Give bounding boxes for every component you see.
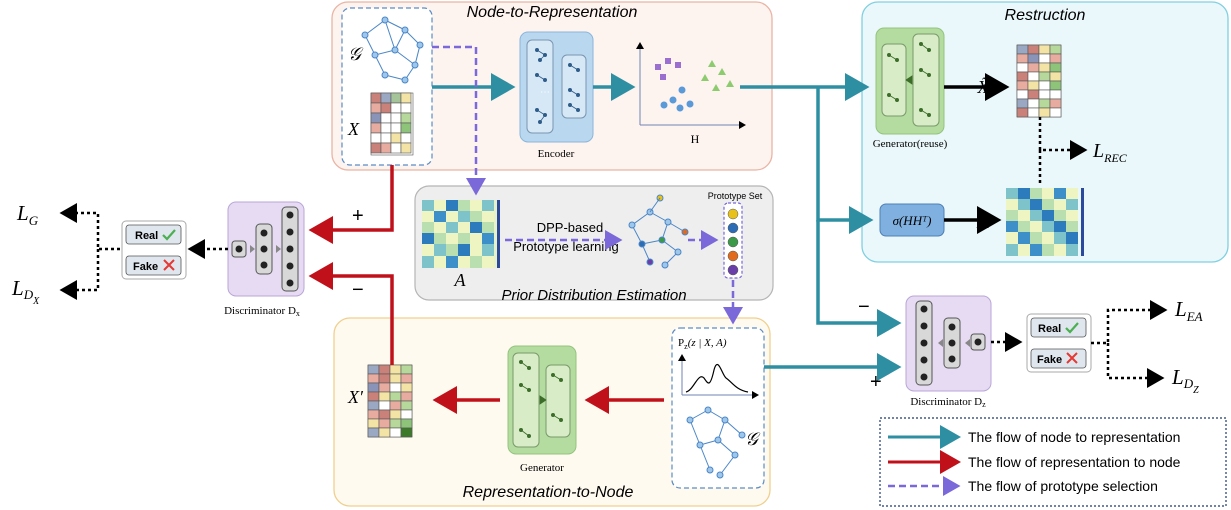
sigma-hht-label: σ(HHᵀ) bbox=[893, 213, 932, 228]
discriminator-z-neurons bbox=[920, 305, 982, 381]
fake-badge-x bbox=[125, 255, 182, 276]
generator-reuse-gnn-icons bbox=[887, 42, 932, 118]
red-flow-arrows bbox=[308, 165, 664, 414]
prototype-node-green bbox=[727, 236, 739, 248]
prototype-node-orange bbox=[727, 250, 739, 262]
x-prime-symbol: X′ bbox=[347, 387, 364, 407]
l-dx-label: LDX bbox=[11, 276, 40, 307]
discriminator-x-neurons bbox=[235, 211, 294, 287]
discriminator-z-label: Discriminator Dz bbox=[910, 396, 986, 409]
legend-red-label: The flow of representation to node bbox=[968, 454, 1181, 470]
prototype-node-blue bbox=[727, 222, 739, 234]
fake-label-x: Fake bbox=[133, 261, 158, 273]
generator-reuse-layer-2 bbox=[912, 33, 940, 127]
a-tilde-symbol: Ã bbox=[977, 212, 990, 232]
embedding-plot bbox=[636, 42, 746, 129]
teal-flow-arrows bbox=[432, 73, 902, 381]
encoder-gnn-icons: ⋯ bbox=[535, 48, 581, 125]
h-symbol: H bbox=[691, 132, 700, 146]
restruction-title: Restruction bbox=[1005, 7, 1086, 24]
minus-sign-x: − bbox=[352, 279, 364, 301]
prototype-node-purple bbox=[727, 264, 739, 276]
check-icon bbox=[162, 229, 176, 241]
fake-badge-z bbox=[1030, 348, 1087, 369]
generator-reuse-label: Generator(reuse) bbox=[873, 138, 948, 150]
cross-icon-z bbox=[1066, 352, 1078, 364]
restruction-panel bbox=[861, 1, 1229, 263]
graph-symbol-output: 𝒢 bbox=[745, 429, 761, 449]
adjacency-matrix-a bbox=[422, 200, 500, 268]
fake-label-z: Fake bbox=[1037, 354, 1062, 366]
legend-teal-label: The flow of node to representation bbox=[968, 429, 1180, 445]
density-plot bbox=[678, 354, 759, 399]
svg-text:⋯: ⋯ bbox=[540, 87, 550, 98]
prior-distribution-title: Prior Distribution Estimation bbox=[501, 287, 686, 304]
prototype-node-yellow bbox=[727, 208, 739, 220]
node-to-representation-title: Node-to-Representation bbox=[467, 4, 638, 21]
x-symbol: X bbox=[347, 119, 360, 139]
check-icon-z bbox=[1065, 322, 1079, 334]
l-g-label: LG bbox=[16, 201, 39, 228]
generator-layer-2 bbox=[545, 364, 571, 438]
encoder-layer-2 bbox=[561, 54, 587, 119]
generator-label: Generator bbox=[520, 462, 564, 474]
generator-layer-1 bbox=[512, 352, 540, 448]
reconstructed-a-matrix bbox=[1006, 188, 1084, 256]
prior-distribution-panel bbox=[414, 185, 774, 301]
prior-sample-box bbox=[671, 327, 765, 489]
purple-flow-arrows bbox=[432, 45, 743, 325]
prototype-graph-icon bbox=[628, 194, 689, 269]
pz-label: Pz(z | X, A) bbox=[678, 337, 727, 351]
legend-purple-label: The flow of prototype selection bbox=[968, 478, 1158, 494]
generator-reuse-layer-1 bbox=[881, 43, 907, 117]
representation-to-node-title: Representation-to-Node bbox=[463, 484, 634, 501]
discriminator-x-arrow-2 bbox=[250, 245, 255, 253]
discriminator-z-arrow-1 bbox=[938, 339, 943, 347]
feature-matrix-x bbox=[370, 92, 414, 156]
minus-sign-z: − bbox=[858, 296, 870, 318]
real-label-x: Real bbox=[135, 230, 158, 242]
real-badge-z bbox=[1030, 317, 1087, 338]
discriminator-x-label: Discriminator Dx bbox=[224, 305, 300, 318]
dpp-label-line1: DPP-based bbox=[537, 220, 603, 235]
discriminator-x-arrow-1 bbox=[276, 245, 281, 253]
cross-icon bbox=[163, 259, 175, 271]
reconstructed-x-matrix bbox=[1016, 44, 1062, 118]
encoder-layer-1 bbox=[526, 39, 554, 134]
generated-x-prime-matrix bbox=[367, 364, 413, 438]
output-graph-icon bbox=[686, 406, 746, 479]
l-dz-label: LDZ bbox=[1171, 365, 1199, 396]
real-label-z: Real bbox=[1038, 323, 1061, 335]
prototype-set-label: Prototype Set bbox=[708, 191, 763, 201]
black-dotted-arrows bbox=[59, 117, 1168, 388]
discriminator-z-arrow-2 bbox=[965, 339, 970, 347]
plus-sign-x: + bbox=[352, 205, 364, 227]
dpp-label-line2: Prototype learning bbox=[513, 239, 619, 254]
encoder-label: Encoder bbox=[538, 148, 575, 160]
generator-gnn-icons bbox=[519, 359, 564, 438]
l-ea-label: LEA bbox=[1174, 297, 1203, 324]
graph-symbol: 𝒢 bbox=[348, 44, 364, 64]
plus-sign-z: + bbox=[870, 371, 882, 393]
a-symbol: A bbox=[454, 270, 467, 290]
l-rec-label: LREC bbox=[1092, 140, 1128, 165]
input-graph-icon bbox=[361, 16, 424, 84]
black-solid-arrows bbox=[944, 73, 1010, 234]
